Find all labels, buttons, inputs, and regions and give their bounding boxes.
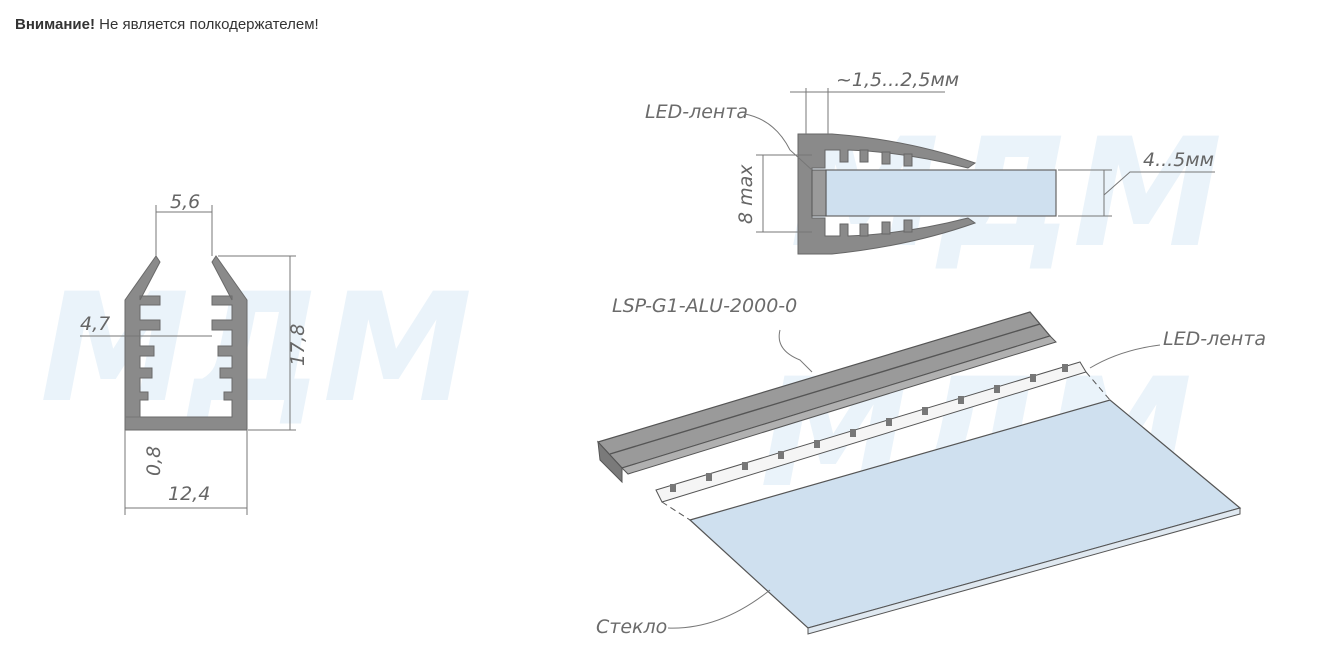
- notice-message: Не является полкодержателем!: [94, 16, 319, 33]
- notice-bold: Внимание!: [15, 16, 95, 33]
- profile-shape: [124, 255, 248, 431]
- dim-inner-width: 4,7: [80, 313, 110, 335]
- notice-text: Внимание! Не является полкодержателем!: [15, 16, 319, 33]
- dim-total-width: 12,4: [168, 483, 210, 505]
- dim-bottom-thickness: 0,8: [143, 446, 165, 476]
- led-label-section: LED-лента: [645, 101, 748, 123]
- glass-section: [825, 169, 1057, 217]
- dim-height: 17,8: [287, 324, 309, 366]
- dim-top-width: 5,6: [170, 191, 200, 213]
- profile-section-drawing: 5,6 4,7 17,8 0,8 12,4: [80, 191, 309, 515]
- cross-section-drawing: ~1,5...2,5мм 8 max 4...5мм LED-лента: [645, 69, 1215, 255]
- dim-glass-thickness: 4...5мм: [1143, 149, 1214, 171]
- led-label-assembly: LED-лента: [1163, 328, 1266, 350]
- assembly-drawing: LSP-G1-ALU-2000-0 LED-лента Стекло: [596, 295, 1266, 638]
- watermark-left: МДМ: [40, 262, 472, 436]
- profile-section-shape: [797, 133, 977, 255]
- dim-max-height: 8 max: [735, 164, 757, 224]
- profile-code-label: LSP-G1-ALU-2000-0: [612, 295, 797, 317]
- led-diodes: [670, 364, 1068, 492]
- glass-label: Стекло: [596, 616, 667, 638]
- dim-gap: ~1,5...2,5мм: [836, 69, 959, 91]
